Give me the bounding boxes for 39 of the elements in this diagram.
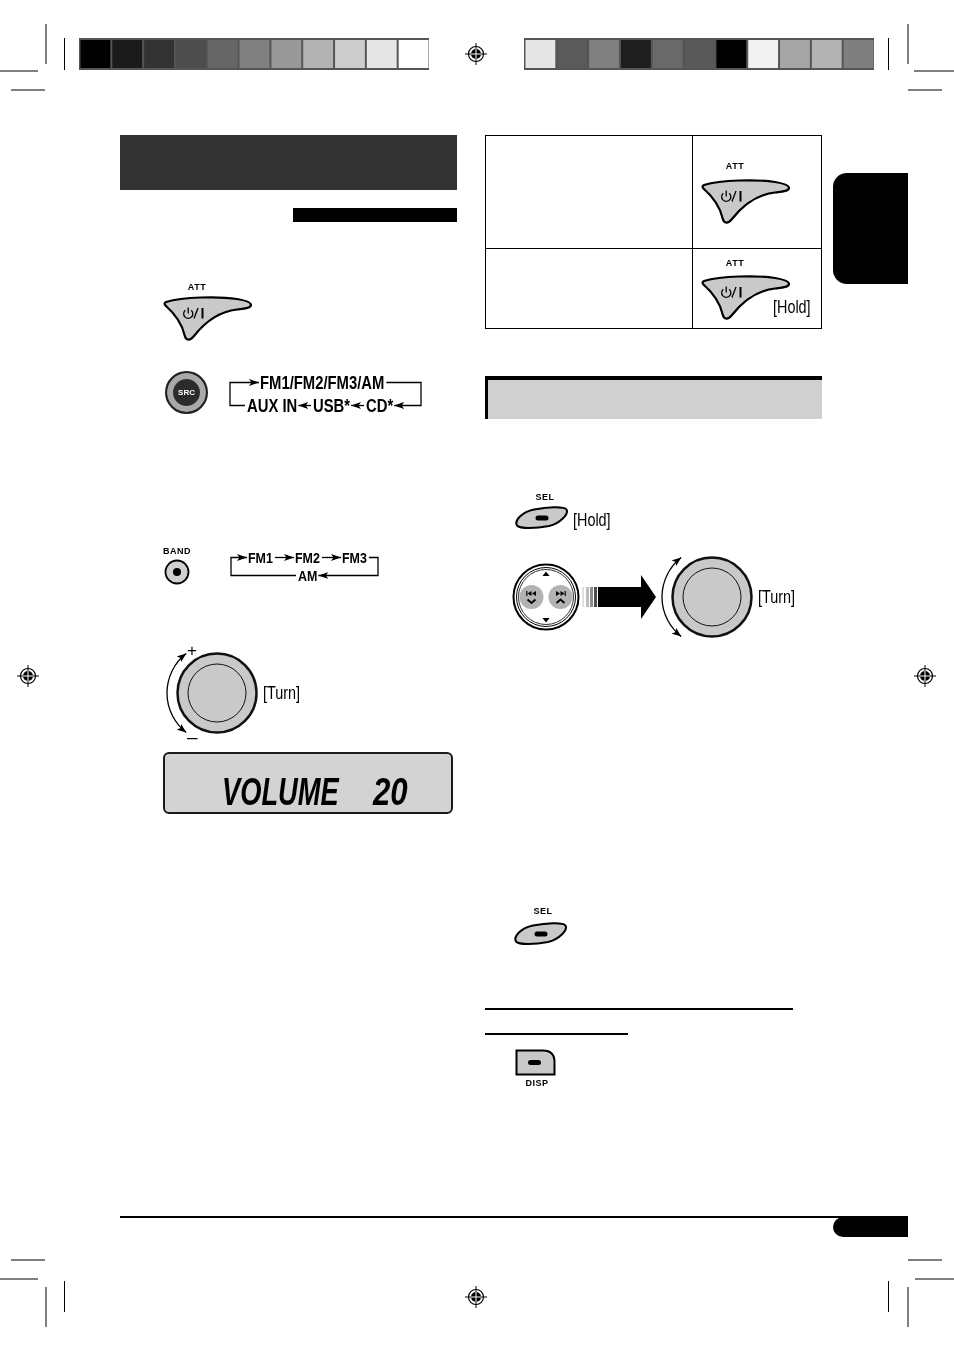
mode-label: USB* [313, 396, 351, 415]
mode-label: AM [298, 568, 318, 583]
button-label: ATT [725, 162, 745, 171]
button-label: ATT [725, 259, 745, 268]
button-label: SEL [533, 907, 553, 916]
arrow [229, 379, 260, 407]
action-label: [Turn] [263, 684, 301, 702]
mode-label: FM3 [342, 550, 367, 565]
button-label: ATT [187, 283, 207, 292]
arrow [230, 554, 297, 577]
edge-tab [833, 173, 908, 284]
mode-label: CD* [366, 396, 394, 415]
control-pad-icon [512, 563, 580, 631]
display-text: 20 [373, 776, 408, 808]
heading-bar [120, 135, 457, 190]
heading-bar [293, 208, 457, 222]
mode-label: FM1/FM2/FM3/AM [260, 373, 385, 392]
action-label: [Hold] [573, 511, 611, 529]
minus-sign: – [187, 727, 198, 746]
block-arrow [582, 575, 656, 619]
button-label: DISP [525, 1079, 549, 1088]
plus-sign: + [187, 642, 197, 659]
arrow [274, 554, 295, 561]
display-text: VOLUME [222, 776, 339, 808]
arrow [350, 402, 365, 409]
action-label: [Hold] [773, 298, 811, 316]
heading-bar [485, 376, 822, 419]
arrow [297, 402, 312, 409]
edge-tab [833, 1217, 908, 1237]
arrow [317, 556, 379, 579]
button-label: SEL [535, 493, 555, 502]
mode-label: FM2 [295, 550, 320, 565]
source-button: SRC [165, 371, 208, 414]
arrow [385, 381, 422, 409]
mode-label: AUX IN [247, 396, 298, 415]
button-label: BAND [162, 547, 192, 556]
action-label: [Turn] [758, 588, 796, 606]
arrow [321, 554, 342, 561]
mode-label: FM1 [248, 550, 273, 565]
